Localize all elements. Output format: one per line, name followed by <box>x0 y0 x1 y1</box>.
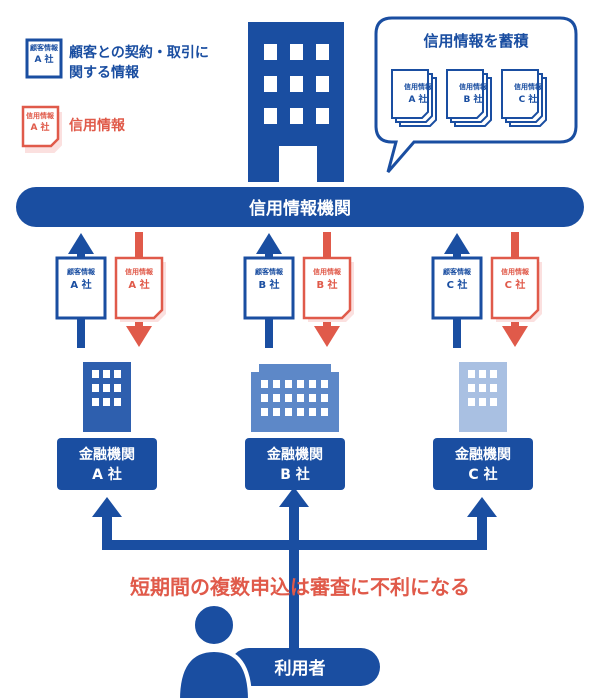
arrow-up-c-icon <box>467 497 497 517</box>
credit-doc-line2: B 社 <box>316 278 337 291</box>
arrow-up-a-icon <box>92 497 122 517</box>
arrow-down-icon <box>314 326 340 347</box>
credit-doc-icon: 信用情報 C 社 <box>490 256 542 322</box>
customer-doc-icon: 顧客情報 C 社 <box>431 256 483 320</box>
customer-doc-line1: 顧客情報 <box>67 267 96 276</box>
bubble-doc-stacks: 信用情報 A 社 信用情報 B 社 信用情報 C 社 <box>391 69 547 127</box>
arrow-up-icon <box>256 233 282 254</box>
bubble-doc-stack-icon: 信用情報 B 社 <box>446 69 492 127</box>
institution-label: 金融機関 A 社 <box>57 438 157 490</box>
legend-credit-text: 信用情報 <box>69 117 126 134</box>
legend-credit-doc-line2: A 社 <box>30 121 49 133</box>
institution-label: 金融機関 C 社 <box>433 438 533 490</box>
user-label: 利用者 <box>275 658 326 679</box>
bubble-doc-line2: B 社 <box>464 93 483 105</box>
legend: 顧客情報 A 社 顧客との契約・取引に 関する情報 信用情報 A 社 信用情報 <box>21 38 209 153</box>
agency-building-icon <box>248 22 344 182</box>
agency-bar: 信用情報機関 <box>16 187 584 227</box>
user-label-pill <box>230 648 380 686</box>
customer-doc-line2: C 社 <box>447 278 468 291</box>
agency-label: 信用情報機関 <box>249 198 351 219</box>
bubble-doc-line1: 信用情報 <box>514 82 543 91</box>
institution-building-icon <box>251 364 339 432</box>
user-figure: 利用者 <box>175 602 380 700</box>
bubble-doc-line2: C 社 <box>519 93 538 105</box>
legend-credit-doc-icon: 信用情報 A 社 <box>21 105 62 153</box>
credit-doc-line1: 信用情報 <box>125 267 154 276</box>
arrow-up-b-icon <box>279 487 309 507</box>
bubble-doc-line1: 信用情報 <box>404 82 433 91</box>
customer-doc-icon: 顧客情報 A 社 <box>55 256 107 320</box>
bubble-doc-stack-icon: 信用情報 A 社 <box>391 69 437 127</box>
institution-label: 金融機関 B 社 <box>245 438 345 490</box>
credit-doc-line1: 信用情報 <box>501 267 530 276</box>
customer-doc-line1: 顧客情報 <box>443 267 472 276</box>
institution-label-line2: B 社 <box>280 466 310 483</box>
institution-label-line2: A 社 <box>92 466 122 483</box>
customer-doc-line2: A 社 <box>70 278 91 291</box>
warning-text: 短期間の複数申込は審査に不利になる <box>130 575 470 599</box>
credit-doc-icon: 信用情報 B 社 <box>302 256 354 322</box>
institution-building-icon <box>83 362 131 432</box>
arrow-down-icon <box>126 326 152 347</box>
legend-customer-text-line1: 顧客との契約・取引に <box>69 44 209 61</box>
credit-doc-line2: A 社 <box>128 278 149 291</box>
user-person-icon <box>175 602 253 700</box>
legend-customer-doc-line2: A 社 <box>34 53 53 65</box>
credit-doc-icon: 信用情報 A 社 <box>114 256 166 322</box>
institution-building-icon <box>459 362 507 432</box>
legend-customer-text-line2: 関する情報 <box>69 64 140 81</box>
arrow-up-icon <box>444 233 470 254</box>
arrow-down-icon <box>502 326 528 347</box>
bubble-doc-line1: 信用情報 <box>459 82 488 91</box>
institution-label-line1: 金融機関 <box>78 446 135 463</box>
bubble-doc-line2: A 社 <box>408 93 427 105</box>
bubble-title: 信用情報を蓄積 <box>423 32 529 50</box>
legend-credit-doc-line1: 信用情報 <box>26 111 55 120</box>
customer-doc-line1: 顧客情報 <box>255 267 284 276</box>
arrow-up-icon <box>68 233 94 254</box>
credit-doc-line1: 信用情報 <box>313 267 342 276</box>
bubble-doc-stack-icon: 信用情報 C 社 <box>501 69 547 127</box>
user-connector <box>92 487 497 650</box>
customer-doc-icon: 顧客情報 B 社 <box>243 256 295 320</box>
customer-doc-line2: B 社 <box>258 278 279 291</box>
legend-customer-doc-line1: 顧客情報 <box>30 43 59 52</box>
institution-label-line2: C 社 <box>468 466 497 483</box>
credit-doc-line2: C 社 <box>505 278 526 291</box>
institution-label-line1: 金融機関 <box>266 446 323 463</box>
legend-customer-doc-icon: 顧客情報 A 社 <box>25 38 63 79</box>
accumulation-bubble: 信用情報を蓄積 信用情報 A 社 信用情報 B 社 信用情報 C 社 <box>374 16 578 173</box>
institution-label-line1: 金融機関 <box>454 446 511 463</box>
